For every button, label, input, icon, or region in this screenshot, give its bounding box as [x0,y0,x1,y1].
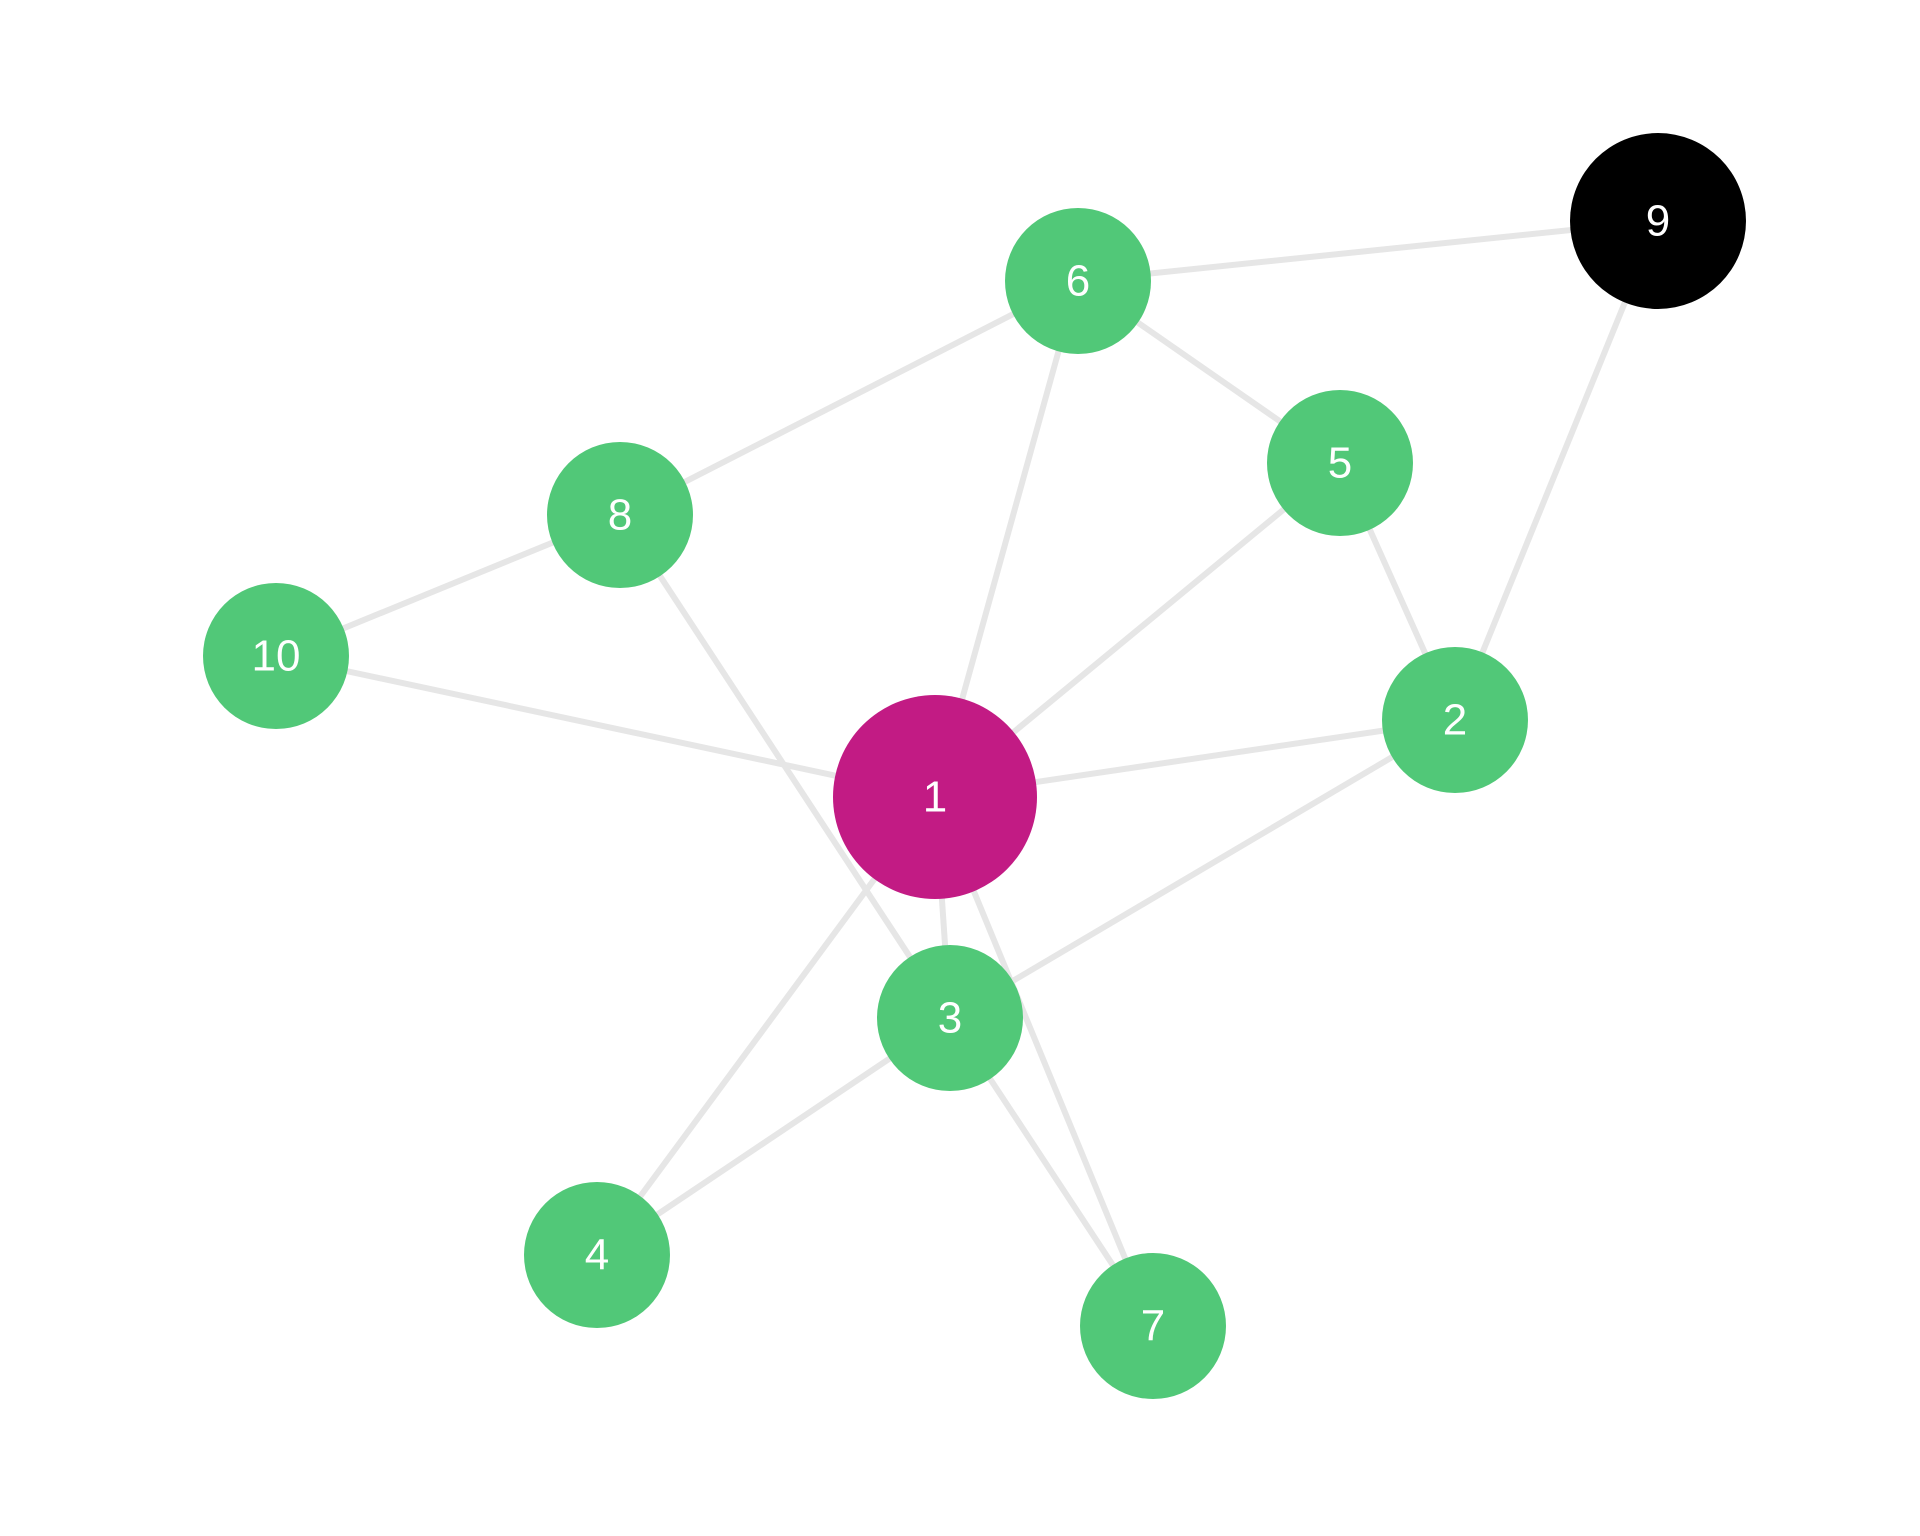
edge-6-8 [618,278,1080,518]
edge-1-10 [275,653,936,800]
nodes-layer: 1 2 3 4 5 6 7 8 9 10 [203,133,1746,1399]
node-2-circle[interactable] [1382,647,1528,793]
edge-6-9 [1077,218,1659,284]
node-1-circle[interactable] [833,695,1037,899]
node-3-label: 3 [938,994,962,1043]
node-2-label: 2 [1443,696,1467,745]
node-4-circle[interactable] [524,1182,670,1328]
node-9-label: 9 [1646,197,1670,246]
node-10[interactable]: 10 [203,583,349,729]
node-4[interactable]: 4 [524,1182,670,1328]
node-4-label: 4 [585,1231,609,1280]
node-8[interactable]: 8 [547,442,693,588]
edge-2-3 [948,717,1457,1021]
node-7-label: 7 [1141,1302,1165,1351]
node-10-circle[interactable] [203,583,349,729]
node-3-circle[interactable] [877,945,1023,1091]
node-5-circle[interactable] [1267,390,1413,536]
node-6-label: 6 [1066,257,1090,306]
node-1-label: 1 [923,773,947,822]
node-9-circle[interactable] [1570,133,1746,309]
edge-2-9 [1452,219,1661,722]
node-7[interactable]: 7 [1080,1253,1226,1399]
node-3[interactable]: 3 [877,945,1023,1091]
edge-3-8 [617,513,953,1020]
node-1[interactable]: 1 [833,695,1037,899]
node-5-label: 5 [1328,439,1352,488]
node-6-circle[interactable] [1005,208,1151,354]
node-8-circle[interactable] [547,442,693,588]
node-10-label: 10 [252,632,301,681]
node-5[interactable]: 5 [1267,390,1413,536]
node-2[interactable]: 2 [1382,647,1528,793]
node-8-label: 8 [608,491,632,540]
node-7-circle[interactable] [1080,1253,1226,1399]
node-6[interactable]: 6 [1005,208,1151,354]
node-9[interactable]: 9 [1570,133,1746,309]
